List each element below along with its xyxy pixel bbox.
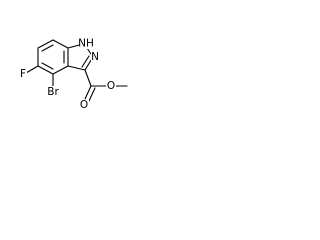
molecule-structure-diagram: NH N F Br O O bbox=[19, 38, 128, 111]
atom-labels: NH N F Br O O bbox=[19, 38, 116, 111]
bond-c3-c3a bbox=[67, 65, 86, 71]
atom-label-n: N bbox=[91, 51, 99, 63]
bond-c6-f bbox=[25, 65, 39, 74]
bond-c7a-c7 bbox=[52, 39, 69, 49]
bond-c7-c6 bbox=[37, 39, 54, 49]
atom-label-br: Br bbox=[47, 86, 59, 98]
atom-label-o-ester: O bbox=[107, 80, 115, 92]
bond-c5-c4-inner bbox=[41, 62, 54, 70]
bond-c3-cester bbox=[84, 69, 92, 87]
bond-cester-ocarbonyl-double bbox=[88, 87, 96, 102]
atom-label-f: F bbox=[20, 68, 26, 80]
bond-cester-ocarbonyl bbox=[84, 85, 92, 100]
bond-c5-c4 bbox=[37, 65, 54, 75]
atom-label-o-carbonyl: O bbox=[80, 99, 88, 111]
atom-label-nh: NH bbox=[78, 38, 94, 50]
bond-n2-c3-inner bbox=[81, 55, 90, 68]
bond-c4-c3a bbox=[52, 65, 69, 75]
bond-c7-c6-inner bbox=[41, 44, 54, 52]
